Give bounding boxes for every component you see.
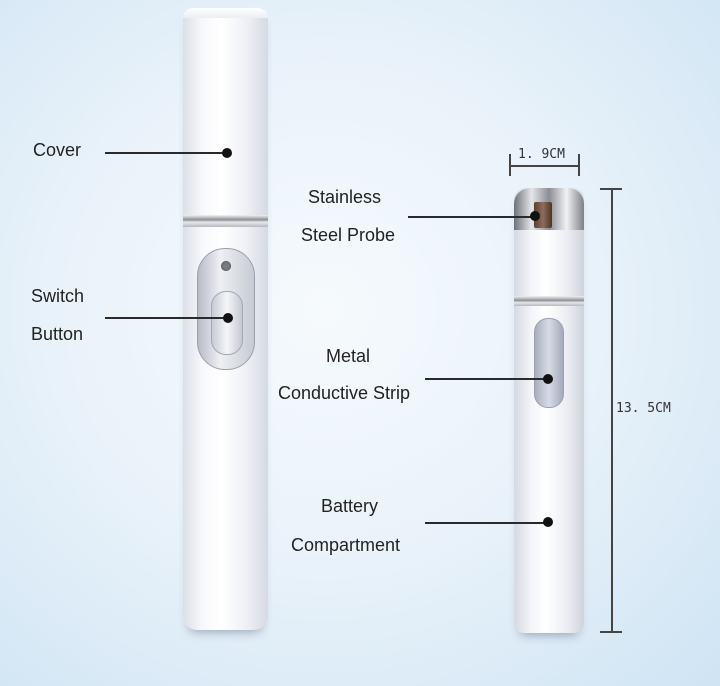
leader-line-cover	[105, 152, 225, 154]
dim-width-line	[509, 165, 580, 167]
indicator-light-icon	[221, 261, 231, 271]
label-probe-line2: Steel Probe	[301, 225, 396, 245]
label-strip-line2: Conductive Strip	[278, 383, 411, 403]
label-probe-line1: Stainless	[308, 187, 382, 207]
pen-left-top-cap	[183, 8, 268, 18]
switch-button-part	[211, 291, 243, 355]
label-switch-line2: Button	[31, 324, 84, 344]
leader-line-switch	[105, 317, 227, 319]
label-battery-line2: Compartment	[291, 535, 401, 555]
label-cover: Cover	[33, 140, 82, 160]
callout-dot-strip	[543, 374, 553, 384]
label-switch-line1: Switch	[31, 286, 85, 306]
dim-width-text: 1. 9CM	[518, 147, 565, 162]
pen-left-metal-ring	[183, 215, 268, 227]
stainless-probe-part	[514, 188, 584, 230]
dim-length-text: 13. 5CM	[616, 401, 671, 416]
label-battery-line1: Battery	[321, 496, 379, 516]
switch-housing	[197, 248, 255, 370]
pen-right-body	[514, 188, 584, 633]
dim-length-bottom-tick	[600, 631, 622, 633]
probe-tip	[534, 202, 552, 228]
pen-right-metal-ring	[514, 296, 584, 306]
conductive-strip-part	[534, 318, 564, 408]
leader-line-strip	[425, 378, 547, 380]
leader-line-battery	[425, 522, 547, 524]
label-strip-line1: Metal	[326, 346, 371, 366]
pen-left-body	[183, 8, 268, 630]
callout-dot-battery	[543, 517, 553, 527]
dim-length-line	[611, 188, 613, 632]
callout-dot-switch	[223, 313, 233, 323]
leader-line-probe	[408, 216, 538, 218]
callout-dot-probe	[530, 211, 540, 221]
callout-dot-cover	[222, 148, 232, 158]
